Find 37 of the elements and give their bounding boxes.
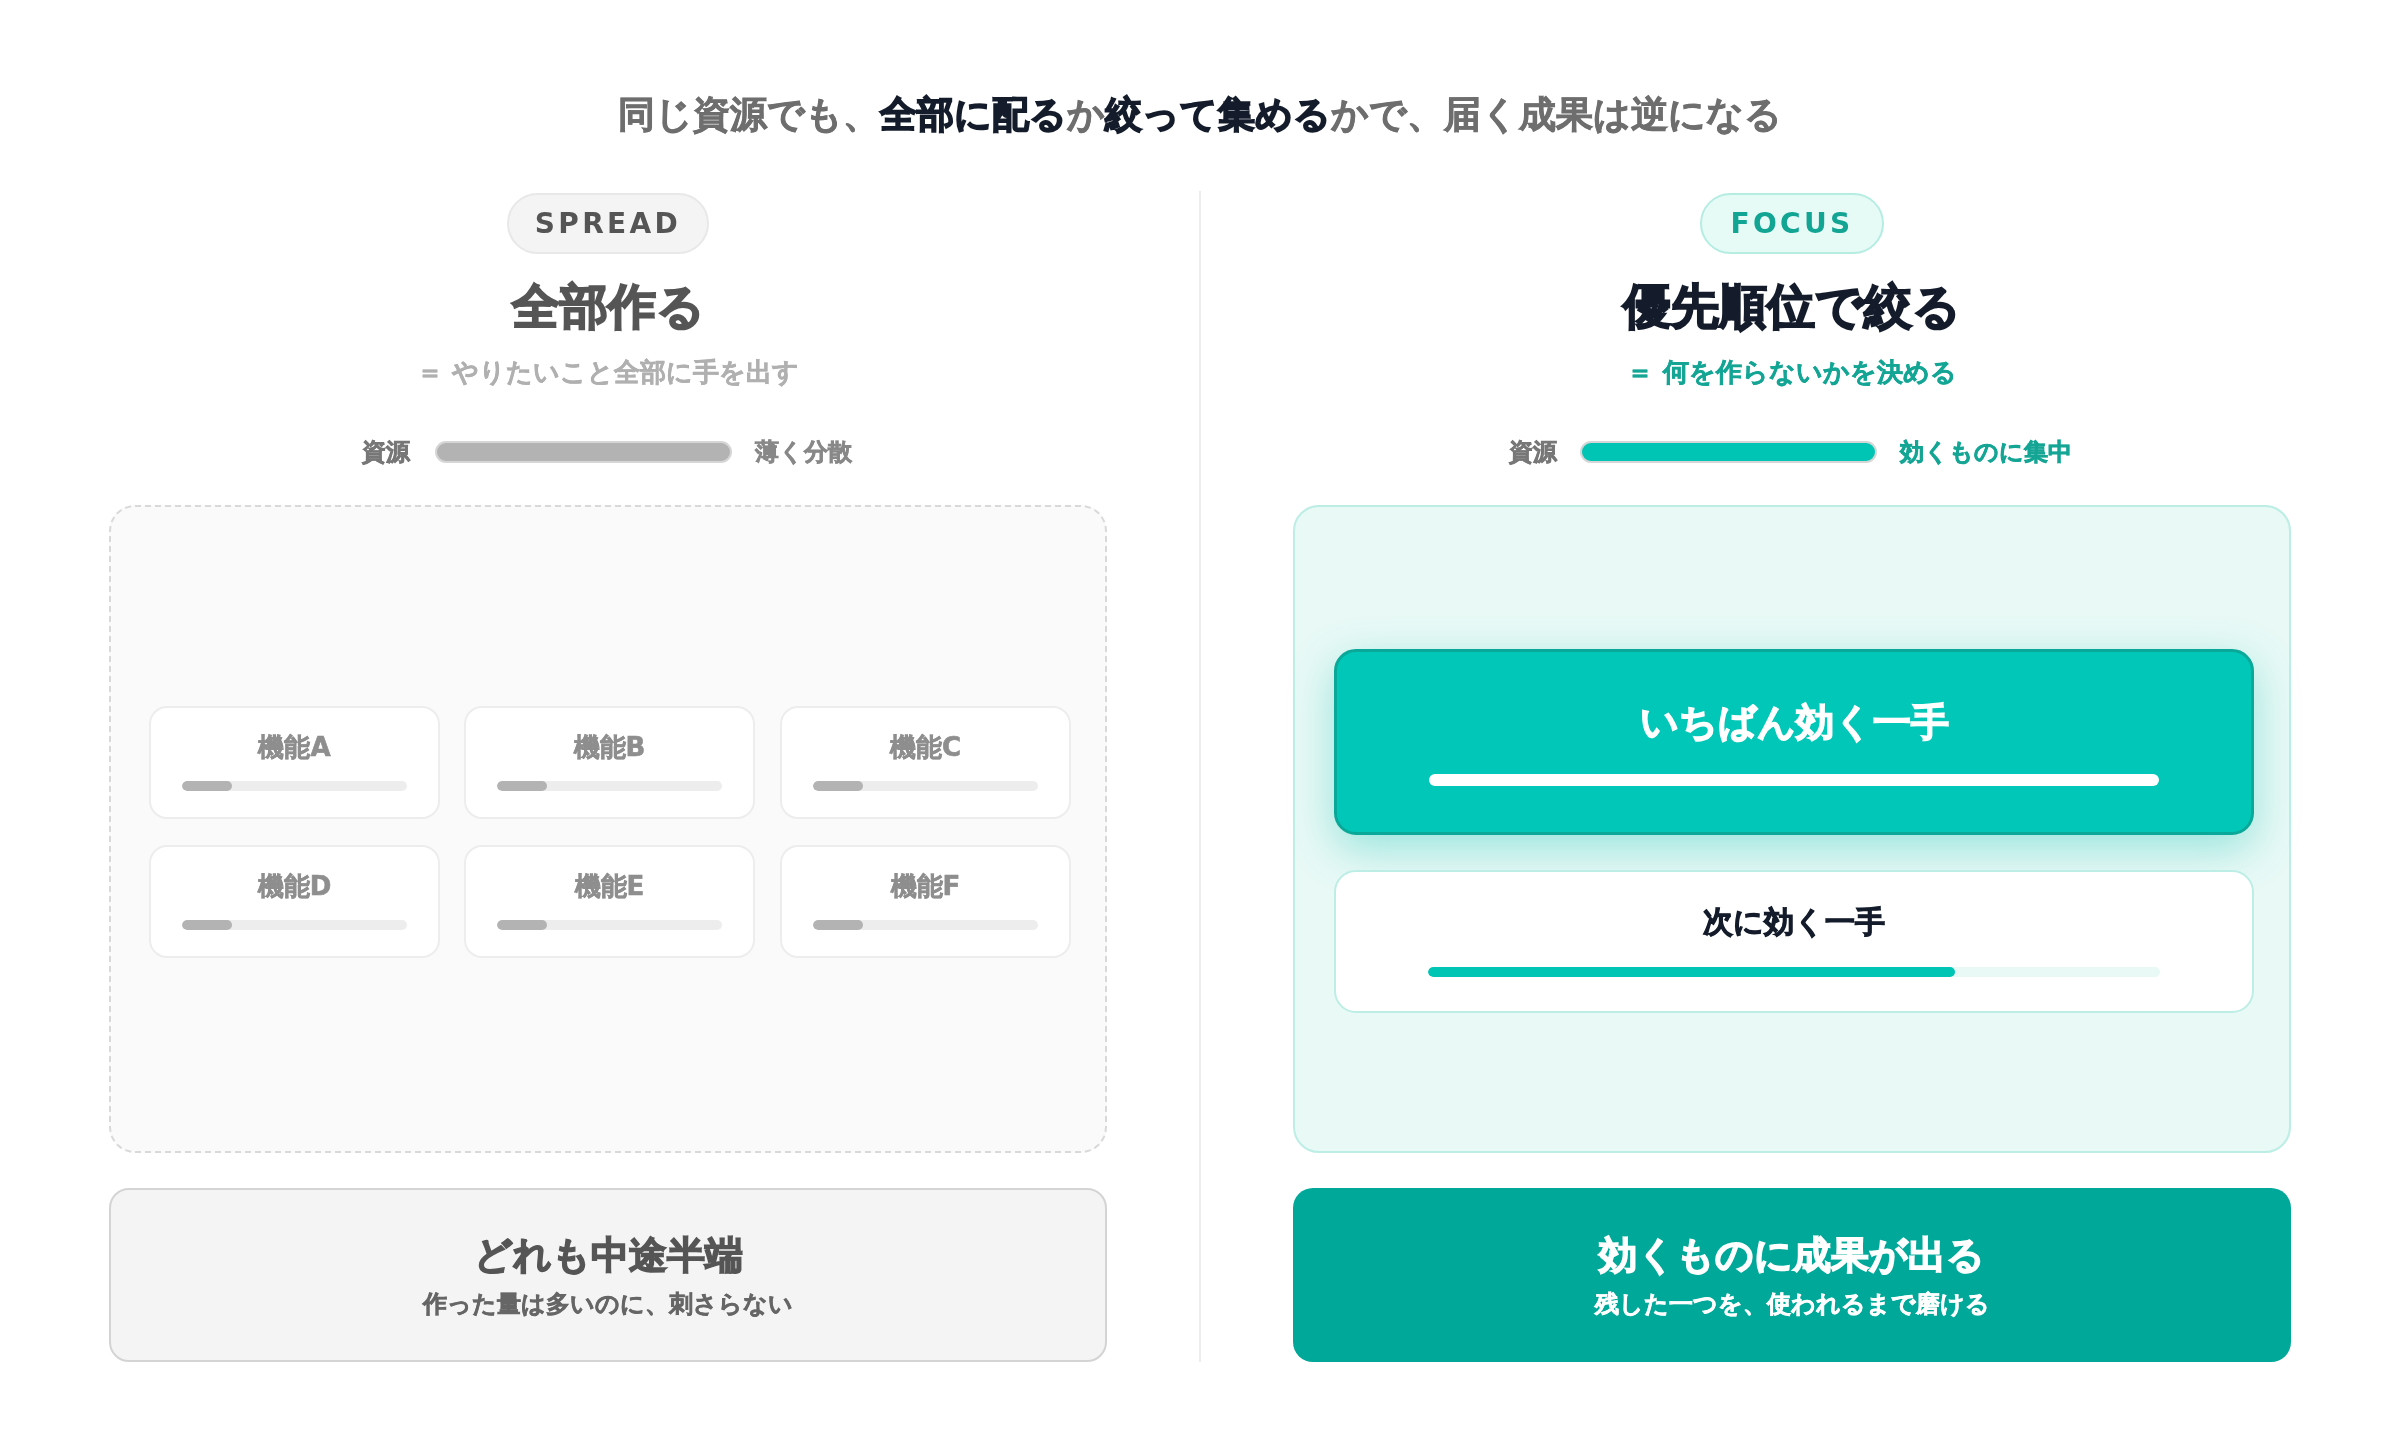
subheading: ＝ 何を作らないかを決める xyxy=(1627,356,1957,389)
highlight-card xyxy=(1334,649,2254,835)
feature-card xyxy=(149,845,440,958)
result-card xyxy=(109,1188,1107,1362)
resource-note: 効くものに集中 xyxy=(1900,437,2072,467)
panel xyxy=(1293,505,2291,1153)
result-text: 作った量は多いのに、刺さらない xyxy=(423,1288,793,1320)
tag-pill: SPREAD xyxy=(507,193,709,254)
result-card xyxy=(1293,1188,2291,1362)
resource-label: 資源 xyxy=(1509,437,1557,467)
tag-pill: FOCUS xyxy=(1700,193,1884,254)
card-title: 機能F xyxy=(889,870,962,903)
title: 同じ資源でも、全部に配るか絞って集めるかで、届く成果は逆になる xyxy=(618,92,1782,138)
feature-card xyxy=(780,845,1071,958)
heading: 優先順位で絞る xyxy=(1623,277,1961,336)
card-title: 次に効く一手 xyxy=(1702,903,1886,941)
resource-bar xyxy=(435,441,732,463)
card-title: 機能B xyxy=(572,731,647,764)
resource-bar xyxy=(1580,441,1877,463)
heading: 全部作る xyxy=(511,277,705,336)
card-title: いちばん効く一手 xyxy=(1638,699,1950,746)
result-heading: どれも中途半端 xyxy=(473,1231,743,1279)
feature-card xyxy=(780,706,1071,819)
feature-card xyxy=(464,706,755,819)
card-title: 機能E xyxy=(573,870,646,903)
option-card xyxy=(1334,870,2254,1013)
result-heading: 効くものに成果が出る xyxy=(1599,1231,1985,1279)
panel xyxy=(109,505,1107,1153)
resource-label: 資源 xyxy=(362,437,410,467)
subheading: ＝ やりたいこと全部に手を出す xyxy=(416,356,800,389)
card-title: 機能D xyxy=(256,870,333,903)
feature-card xyxy=(149,706,440,819)
card-title: 機能A xyxy=(256,731,332,764)
resource-note: 薄く分散 xyxy=(755,437,852,467)
result-text: 残した一つを、使われるまで磨ける xyxy=(1594,1288,1990,1320)
feature-card xyxy=(464,845,755,958)
card-title: 機能C xyxy=(888,731,963,764)
